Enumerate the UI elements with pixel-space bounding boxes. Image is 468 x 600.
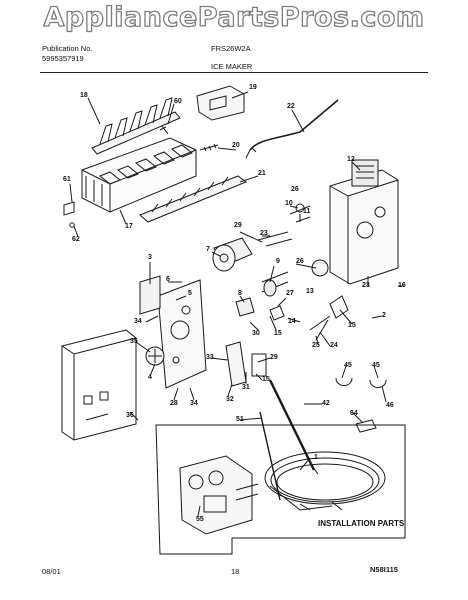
header-rule — [40, 72, 428, 73]
callout-42: 42 — [322, 400, 330, 407]
callout-20: 20 — [232, 142, 240, 149]
ejector-blade — [91, 97, 181, 155]
callout-16: 16 — [398, 282, 406, 289]
callout-60: 60 — [174, 98, 182, 105]
callout-34: 34 — [134, 318, 142, 325]
callout-18: 18 — [80, 92, 88, 99]
callout-6: 6 — [166, 276, 170, 283]
front-cover — [61, 329, 137, 441]
callout-61: 61 — [63, 176, 71, 183]
mounting-plate — [157, 279, 207, 389]
callout-4: 4 — [148, 374, 152, 381]
callout-27: 27 — [286, 290, 294, 297]
callout-1: 1 — [314, 454, 318, 461]
callout-31: 31 — [242, 384, 250, 391]
ice-mold — [81, 137, 197, 213]
callout-25: 25 — [312, 342, 320, 349]
callout-28: 28 — [170, 400, 178, 407]
callout-24: 24 — [330, 342, 338, 349]
callout-30: 30 — [252, 330, 260, 337]
diagram-id: N58I115 — [370, 565, 398, 574]
callout-15c: 15 — [262, 376, 270, 383]
publication-number: 5995357919 — [42, 54, 84, 63]
callout-36: 36 — [126, 412, 134, 419]
callout-23b: 23 — [362, 282, 370, 289]
callout-8: 8 — [238, 290, 242, 297]
callout-15a: 15 — [274, 330, 282, 337]
section-title: ICE MAKER — [211, 62, 253, 71]
model-number: FRS26W2A — [211, 44, 251, 53]
callout-45a: 45 — [344, 362, 352, 369]
callout-29: 29 — [234, 222, 242, 229]
callout-34b: 34 — [190, 400, 198, 407]
callout-35: 35 — [130, 338, 138, 345]
callout-29b: 29 — [270, 354, 278, 361]
callout-13: 13 — [306, 288, 314, 295]
callout-10: 10 — [285, 200, 293, 207]
callout-19: 19 — [249, 84, 257, 91]
water-valve — [179, 455, 259, 535]
watermark: AppliancePartsPros.com — [43, 1, 425, 33]
callout-17: 17 — [125, 223, 133, 230]
drive-motor — [212, 237, 253, 272]
callout-51: 51 — [236, 416, 244, 423]
callout-7: 7 — [206, 246, 210, 253]
callout-9: 9 — [276, 258, 280, 265]
callout-26: 26 — [291, 186, 299, 193]
callout-15b: 15 — [348, 322, 356, 329]
callout-11: 11 — [303, 208, 311, 215]
footer-date: 08/01 — [42, 567, 61, 576]
callout-32: 32 — [226, 396, 234, 403]
callout-26b: 26 — [296, 258, 304, 265]
callout-12: 12 — [347, 156, 355, 163]
water-line-coil — [264, 451, 386, 511]
callout-64: 64 — [350, 410, 358, 417]
callout-14: 14 — [288, 318, 296, 325]
callout-5: 5 — [188, 290, 192, 297]
callout-62: 62 — [72, 236, 80, 243]
publication-label: Publication No. — [42, 44, 93, 53]
installation-parts-label: INSTALLATION PARTS — [318, 519, 405, 528]
callout-3: 3 — [148, 254, 152, 261]
callout-46: 46 — [386, 402, 394, 409]
callout-22: 22 — [287, 103, 295, 110]
callout-33: 33 — [206, 354, 214, 361]
control-housing — [329, 159, 399, 285]
callout-21: 21 — [258, 170, 266, 177]
callout-55: 55 — [196, 516, 204, 523]
callout-45b: 45 — [372, 362, 380, 369]
page-number: 18 — [231, 567, 240, 576]
callout-2: 2 — [382, 312, 386, 319]
callout-23: 23 — [260, 230, 268, 237]
